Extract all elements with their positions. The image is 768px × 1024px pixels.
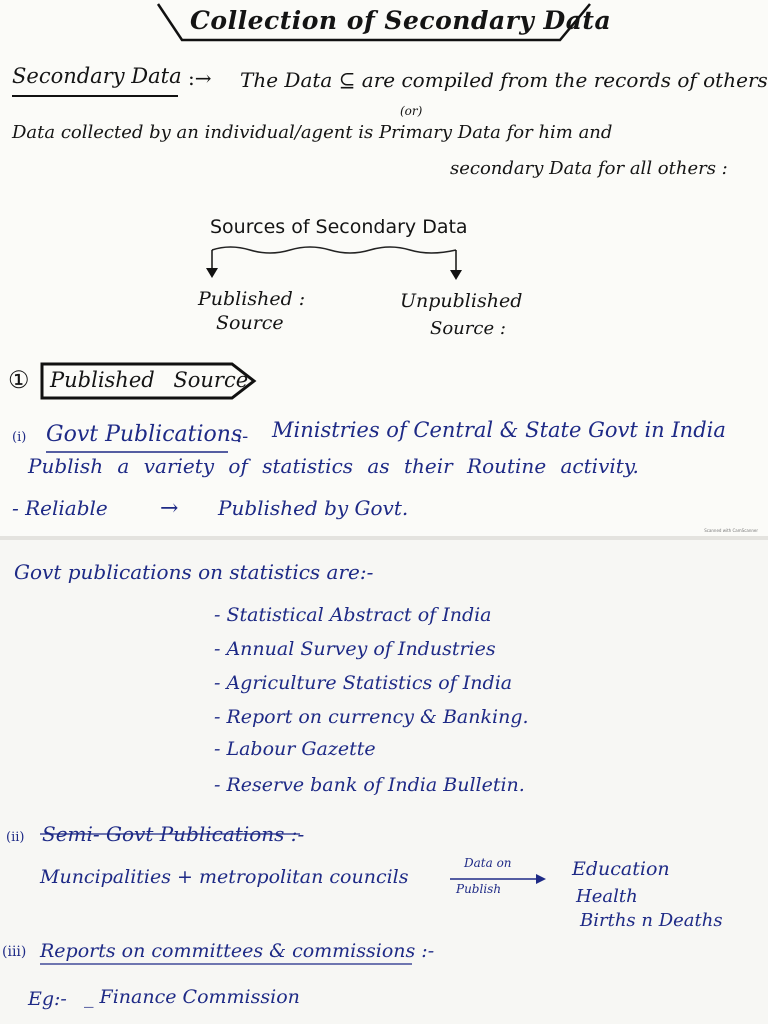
- publish-arrowhead: [536, 874, 546, 884]
- list-item: - Annual Survey of Industries: [214, 638, 496, 660]
- section-number: ①: [8, 366, 30, 394]
- definition-line-3: secondary Data for all others :: [450, 158, 728, 179]
- or-text: (or): [400, 104, 423, 118]
- item-ii-number: (ii): [6, 830, 25, 845]
- diagram-right-line2: Source :: [430, 318, 506, 339]
- list-item: - Report on currency & Banking.: [214, 706, 529, 728]
- diagram-right-arrowhead: [450, 270, 462, 280]
- diagram-wavy-line: [211, 246, 457, 254]
- definition-text: The Data ⊆ are compiled from the records…: [240, 68, 768, 92]
- item-i-number: (i): [12, 430, 27, 445]
- notes-page-1: Collection of Secondary Data Secondary D…: [8, 3, 768, 533]
- definition-label: Secondary Data: [12, 64, 182, 88]
- item-ii-text: Muncipalities + metropolitan councils: [40, 866, 409, 888]
- list-item: - Labour Gazette: [214, 738, 376, 760]
- scanner-watermark: Scanned with CamScanner: [704, 528, 758, 533]
- item-i-separator: :-: [236, 426, 249, 447]
- list-item: - Agriculture Statistics of India: [214, 672, 513, 694]
- section-label: Published Source: [50, 368, 249, 392]
- arrow-label-top: Data on: [464, 856, 512, 870]
- notes-page-2: Govt publications on statistics are:- - …: [0, 540, 768, 1024]
- definition-line-2: Data collected by an individual/agent is…: [12, 122, 613, 143]
- eg-item: _ Finance Commission: [84, 986, 300, 1008]
- publications-intro: Govt publications on statistics are:-: [14, 560, 374, 584]
- page1-drawings: [12, 3, 591, 453]
- definition-arrow: :→: [188, 66, 212, 90]
- reliable-text-2: Published by Govt.: [218, 496, 409, 520]
- title-banner-outline: [156, 3, 591, 42]
- list-item: - Reserve bank of India Bulletin.: [214, 774, 525, 796]
- page-title: Collection of Secondary Data: [190, 6, 612, 35]
- page-divider: [0, 536, 768, 542]
- section-label-box: [40, 362, 257, 400]
- target-births-deaths: Births n Deaths: [580, 910, 723, 931]
- arrow-label-bottom: Publish: [456, 882, 502, 896]
- diagram-left-arrowhead: [206, 268, 218, 278]
- list-item: - Statistical Abstract of India: [214, 604, 492, 626]
- diagram-left-line2: Source: [216, 312, 284, 334]
- target-education: Education: [572, 858, 670, 880]
- reliable-text: - Reliable: [12, 496, 108, 520]
- item-iii-label: Reports on committees & commissions :-: [40, 940, 435, 962]
- item-iii-number: (iii): [2, 944, 27, 960]
- diagram-heading: Sources of Secondary Data: [210, 216, 468, 238]
- target-health: Health: [576, 886, 638, 907]
- page2-drawings: [40, 833, 546, 965]
- diagram-right-line1: Unpublished: [400, 290, 523, 312]
- item-i-text-2: Publish a variety of statistics as their…: [28, 454, 639, 478]
- item-i-text: Ministries of Central & State Govt in In…: [272, 418, 726, 442]
- reliable-arrow: →: [160, 496, 179, 521]
- item-ii-label: Semi- Govt Publications :-: [42, 822, 305, 846]
- eg-label: Eg:-: [28, 988, 67, 1010]
- diagram-left-line1: Published :: [198, 288, 306, 310]
- item-i-label: Govt Publications: [46, 422, 243, 447]
